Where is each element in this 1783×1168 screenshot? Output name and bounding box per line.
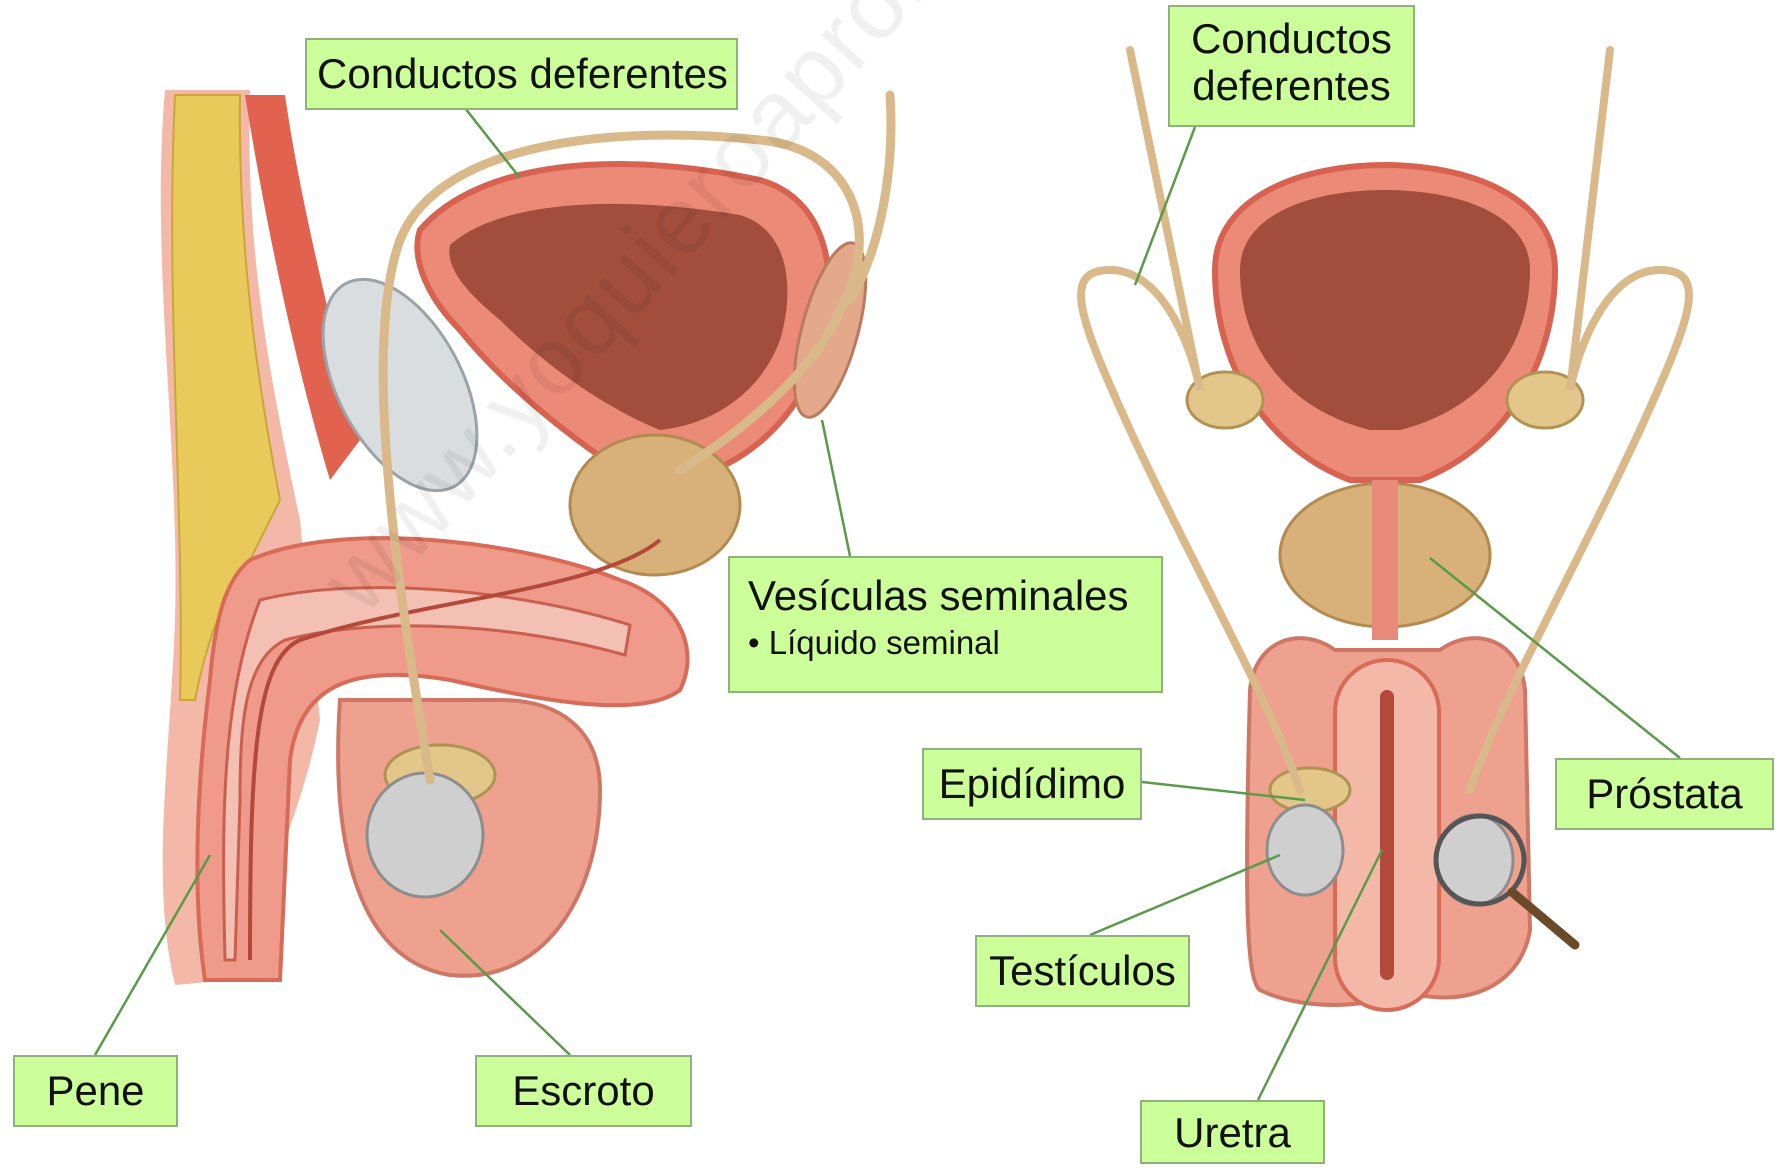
label-liquido-seminal: • Líquido seminal (748, 625, 1143, 662)
leader-vesiculas (822, 420, 850, 556)
label-vesiculas-seminales: Vesículas seminales • Líquido seminal (728, 556, 1163, 693)
label-epididimo: Epidídimo (922, 748, 1142, 820)
testis-left (367, 773, 483, 897)
label-uretra: Uretra (1140, 1100, 1325, 1164)
label-prostata: Próstata (1555, 758, 1774, 830)
label-conductos-line2: deferentes (1192, 62, 1390, 109)
label-escroto: Escroto (475, 1055, 692, 1127)
label-testiculos: Testículos (975, 935, 1190, 1007)
label-pene: Pene (13, 1055, 178, 1127)
label-conductos-line1: Conductos (1191, 15, 1392, 62)
label-conductos-deferentes-left: Conductos deferentes (305, 38, 738, 110)
leader-conductos-right (1135, 127, 1195, 285)
sagittal-view (161, 90, 891, 985)
prostate-left (570, 435, 740, 575)
label-conductos-deferentes-right: Conductos deferentes (1168, 5, 1415, 127)
frontal-view (1081, 50, 1689, 1010)
testis-right-a (1267, 805, 1343, 895)
label-vesiculas-title: Vesículas seminales (748, 572, 1129, 619)
urethra-right (1380, 690, 1394, 980)
membranous-urethra (1372, 480, 1398, 640)
